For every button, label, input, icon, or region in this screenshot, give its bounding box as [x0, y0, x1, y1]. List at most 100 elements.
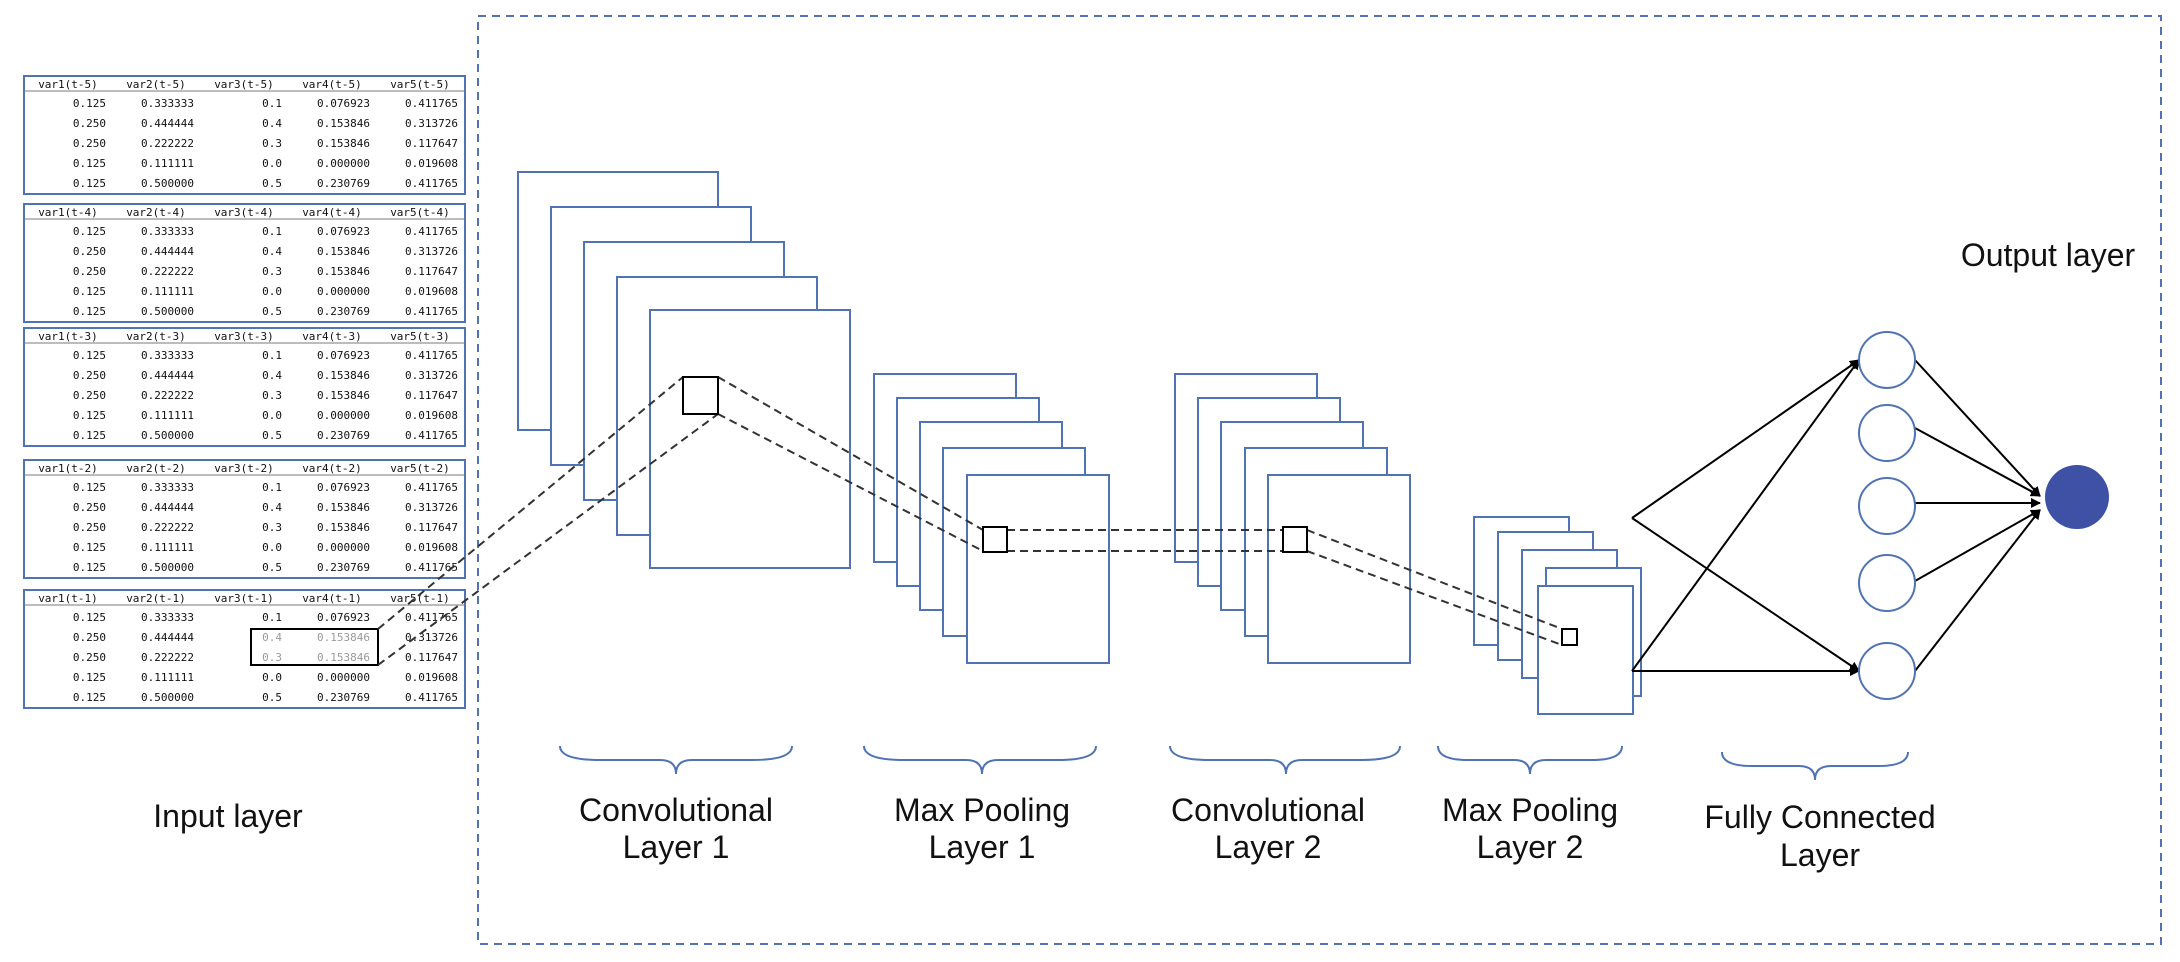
input-table-cell: 0.000000 — [317, 541, 370, 554]
input-table-cell: 0.117647 — [405, 137, 458, 150]
fc-output-connection — [1914, 509, 2041, 582]
input-table-header: var2(t-1) — [126, 592, 186, 605]
input-table-cell: 0.4 — [262, 501, 282, 514]
input-table-cell: 0.250 — [73, 521, 106, 534]
input-table-header: var2(t-3) — [126, 330, 186, 343]
input-table-cell: 0.019608 — [405, 671, 458, 684]
input-table-header: var3(t-2) — [214, 462, 274, 475]
input-table-cell: 0.125 — [73, 671, 106, 684]
input-table-cell: 0.153846 — [317, 369, 370, 382]
input-table-cell: 0.1 — [262, 225, 282, 238]
input-table-cell: 0.411765 — [405, 429, 458, 442]
input-table-cell: 0.125 — [73, 349, 106, 362]
input-table-frame — [23, 203, 466, 323]
input-table-cell: 0.153846 — [317, 137, 370, 150]
input-table-cell: 0.153846 — [317, 389, 370, 402]
input-table-cell: 0.125 — [73, 157, 106, 170]
input-table-cell: 0.153846 — [317, 631, 370, 644]
input-table-cell: 0.250 — [73, 117, 106, 130]
input-table-cell: 0.117647 — [405, 521, 458, 534]
input-table-cell: 0.153846 — [317, 501, 370, 514]
fc-output-connection — [1914, 359, 2041, 497]
input-layer-tables: var1(t-5)var2(t-5)var3(t-5)var4(t-5)var5… — [23, 75, 466, 709]
input-table-frame — [23, 75, 466, 195]
fc-neuron — [1858, 554, 1916, 612]
input-table-cell: 0.153846 — [317, 245, 370, 258]
input-table-cell: 0.111111 — [141, 157, 194, 170]
kernel-markers — [682, 376, 1578, 646]
input-table-header: var2(t-5) — [126, 78, 186, 91]
input-table-cell: 0.0 — [262, 157, 282, 170]
input-table-cell: 0.076923 — [317, 611, 370, 624]
input-table-cell: 0.5 — [262, 177, 282, 190]
brace-conv-1 — [559, 745, 793, 775]
input-table: var1(t-1)var2(t-1)var3(t-1)var4(t-1)var5… — [23, 589, 466, 709]
input-table-cell: 0.117647 — [405, 651, 458, 664]
max-pool-1-label-line2: Layer 1 — [929, 829, 1036, 865]
input-table-cell: 0.3 — [262, 389, 282, 402]
input-table-cell: 0.0 — [262, 409, 282, 422]
conv-layer-2-stack — [1174, 373, 1411, 664]
input-table-cell: 0.230769 — [317, 691, 370, 704]
input-table-header: var1(t-5) — [38, 78, 98, 91]
input-table-cell: 0.153846 — [317, 521, 370, 534]
fc-neuron — [1858, 404, 1916, 462]
input-table-cell: 0.076923 — [317, 481, 370, 494]
input-table-cell: 0.444444 — [141, 117, 194, 130]
input-table-cell: 0.411765 — [405, 561, 458, 574]
fc-neuron — [1858, 642, 1916, 700]
brace-fully-connected — [1721, 751, 1909, 781]
input-table-cell: 0.500000 — [141, 561, 194, 574]
max-pool-2-label-line1: Max Pooling — [1442, 792, 1618, 828]
input-table-cell: 0.019608 — [405, 541, 458, 554]
input-table-cell: 0.4 — [262, 117, 282, 130]
input-table-header: var4(t-4) — [302, 206, 362, 219]
input-table-cell: 0.411765 — [405, 481, 458, 494]
input-receptive-field-box — [250, 628, 379, 666]
layer-labels: Input layer Convolutional Layer 1 Max Po… — [153, 237, 2135, 873]
input-table-cell: 0.333333 — [141, 225, 194, 238]
fc-connection — [1631, 359, 1860, 519]
input-table-header: var1(t-2) — [38, 462, 98, 475]
max-pool-2-label-line2: Layer 2 — [1477, 829, 1584, 865]
connector — [377, 413, 719, 666]
input-table-cell: 0.411765 — [405, 611, 458, 624]
fc-output-connection — [1914, 509, 2041, 672]
input-table-cell: 0.411765 — [405, 225, 458, 238]
kernel-square — [1282, 526, 1308, 553]
input-table-header: var3(t-5) — [214, 78, 274, 91]
input-table-cell: 0.250 — [73, 137, 106, 150]
max-pool-1-label-line1: Max Pooling — [894, 792, 1070, 828]
input-table-cell: 0.444444 — [141, 631, 194, 644]
input-table-cell: 0.153846 — [317, 265, 370, 278]
input-table-cell: 0.313726 — [405, 117, 458, 130]
output-layer-label: Output layer — [1961, 237, 2136, 273]
input-table-header: var5(t-2) — [390, 462, 450, 475]
input-table-cell: 0.250 — [73, 501, 106, 514]
input-table-cell: 0.000000 — [317, 671, 370, 684]
input-table-cell: 0.125 — [73, 481, 106, 494]
fc-connection — [1631, 359, 1860, 672]
input-table-cell: 0.125 — [73, 305, 106, 318]
max-pooling-layer-1-stack — [873, 373, 1110, 664]
input-table-cell: 0.000000 — [317, 285, 370, 298]
input-table-header: var3(t-3) — [214, 330, 274, 343]
input-table-header: var4(t-2) — [302, 462, 362, 475]
feature-map — [649, 309, 851, 569]
input-table-cell: 0.117647 — [405, 389, 458, 402]
fc-connection — [1631, 517, 1860, 672]
input-table: var1(t-3)var2(t-3)var3(t-3)var4(t-3)var5… — [23, 327, 466, 447]
input-table-cell: 0.500000 — [141, 305, 194, 318]
input-table-cell: 0.250 — [73, 651, 106, 664]
input-table-cell: 0.444444 — [141, 245, 194, 258]
kernel-square — [982, 526, 1008, 553]
input-table-frame — [23, 459, 466, 579]
input-table-cell: 0.125 — [73, 409, 106, 422]
input-table: var1(t-4)var2(t-4)var3(t-4)var4(t-4)var5… — [23, 203, 466, 323]
input-table-cell: 0.111111 — [141, 409, 194, 422]
input-table-cell: 0.250 — [73, 265, 106, 278]
connector — [717, 413, 984, 552]
conv-layer-1-stack — [517, 171, 851, 569]
input-table-cell: 0.313726 — [405, 369, 458, 382]
